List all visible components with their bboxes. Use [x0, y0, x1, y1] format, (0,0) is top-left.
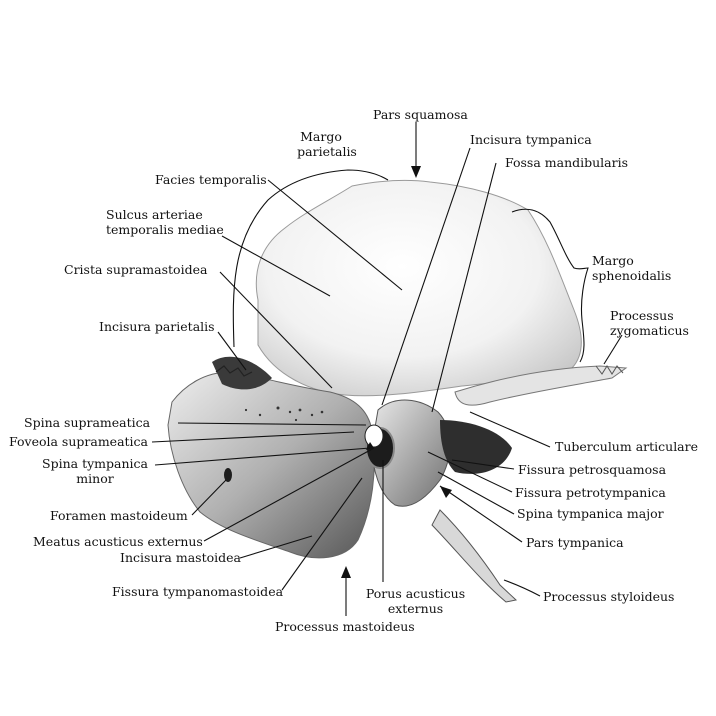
label-margo-sphenoidalis-line2: sphenoidalis	[592, 268, 672, 283]
label-processus-zygomaticus-line2: zygomaticus	[610, 323, 689, 338]
label-porus-acusticus-line2: externus	[387, 601, 444, 616]
label-incisura-mastoidea: Incisura mastoidea	[120, 550, 241, 565]
label-processus-mastoideus: Processus mastoideus	[275, 619, 415, 634]
processus-styloideus-shape	[431, 509, 518, 603]
processus-zygomaticus-shape	[454, 365, 628, 406]
label-porus-acusticus-line1: Porus acusticus	[365, 586, 466, 601]
label-sulcus-arteriae-line1: Sulcus arteriae	[106, 207, 203, 222]
label-spina-suprameatica: Spina suprameatica	[24, 415, 151, 430]
label-processus-zygomaticus-line1: Processus	[610, 308, 674, 323]
label-pars-squamosa: Pars squamosa	[373, 107, 468, 122]
label-fissura-petrosquamosa: Fissura petrosquamosa	[518, 462, 667, 477]
label-incisura-tympanica: Incisura tympanica	[470, 132, 592, 147]
label-fissura-petrotympanica: Fissura petrotympanica	[515, 485, 666, 500]
label-fossa-mandibularis: Fossa mandibularis	[505, 155, 629, 170]
label-incisura-parietalis: Incisura parietalis	[99, 319, 215, 334]
label-foveola-suprameatica: Foveola suprameatica	[9, 434, 148, 449]
label-margo-parietalis-line2: parietalis	[297, 144, 357, 159]
label-spina-tympanica-major: Spina tympanica major	[517, 506, 664, 521]
label-pars-tympanica: Pars tympanica	[526, 535, 624, 550]
label-sulcus-arteriae-line2: temporalis mediae	[106, 222, 224, 237]
label-crista-supramastoidea: Crista supramastoidea	[64, 262, 208, 277]
label-margo-parietalis-line1: Margo	[300, 129, 342, 144]
label-margo-sphenoidalis-line1: Margo	[592, 253, 634, 268]
label-fissura-tympanomastoidea: Fissura tympanomastoidea	[112, 584, 284, 599]
label-processus-styloideus: Processus styloideus	[543, 589, 675, 604]
label-spina-tympanica-minor-line2: minor	[76, 471, 114, 486]
label-spina-tympanica-minor-line1: Spina tympanica	[42, 456, 148, 471]
pars-tympanica-shape	[371, 399, 451, 507]
label-facies-temporalis: Facies temporalis	[155, 172, 267, 187]
label-tuberculum-articulare: Tuberculum articulare	[555, 439, 699, 454]
pars-squamosa-shape	[255, 179, 582, 397]
label-meatus-acusticus-externus: Meatus acusticus externus	[33, 534, 203, 549]
label-foramen-mastoideum: Foramen mastoideum	[50, 508, 188, 523]
